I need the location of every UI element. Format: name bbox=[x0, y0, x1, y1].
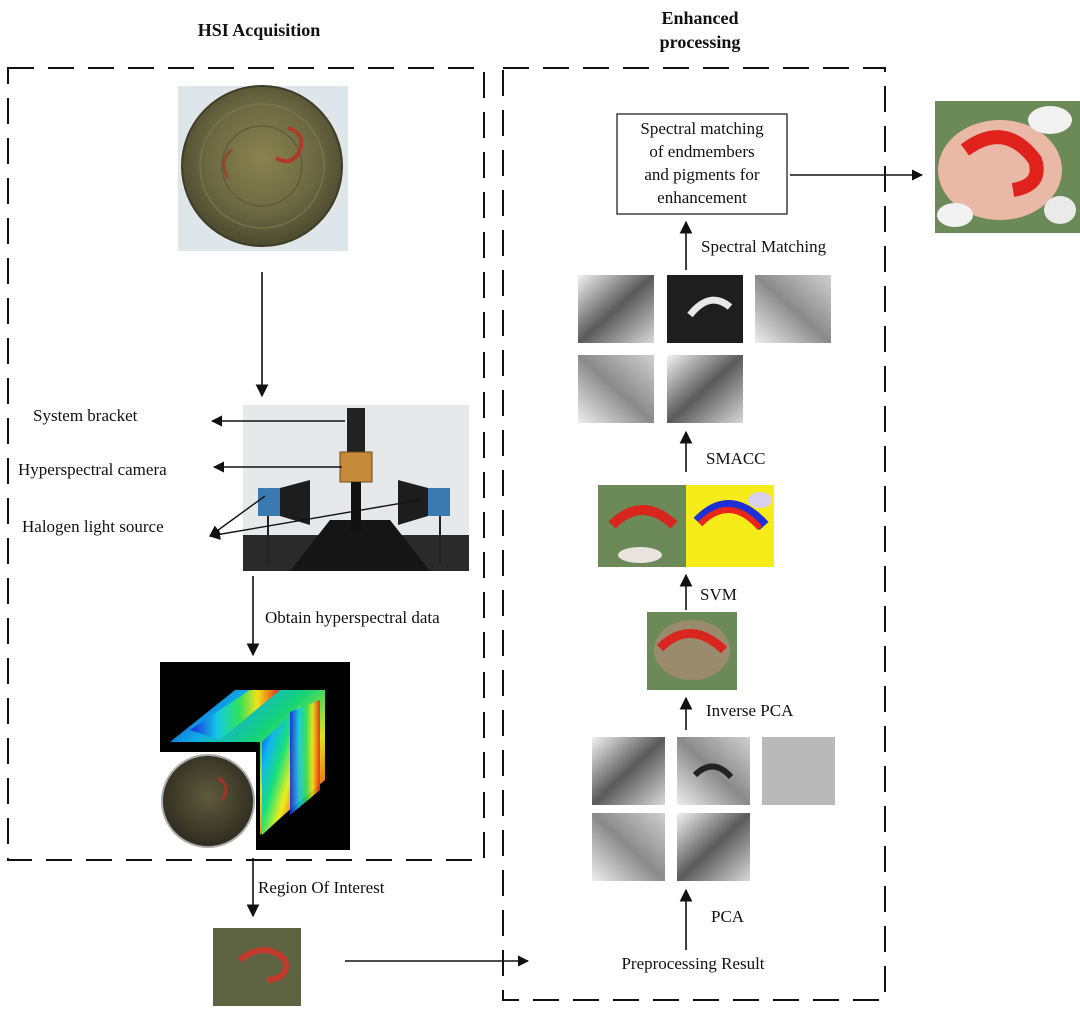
box-line-1: Spectral matching bbox=[640, 119, 764, 138]
svm-result-images bbox=[598, 485, 774, 567]
label-smacc: SMACC bbox=[706, 449, 766, 468]
label-pca: PCA bbox=[711, 907, 745, 926]
artifact-photo bbox=[178, 85, 348, 251]
header-hsi-acquisition: HSI Acquisition bbox=[198, 20, 321, 40]
label-obtain-hyperspectral: Obtain hyperspectral data bbox=[265, 608, 440, 627]
processing-frame bbox=[502, 67, 886, 1001]
label-preprocessing-result: Preprocessing Result bbox=[621, 954, 764, 973]
arrow-halogen-light-right bbox=[208, 499, 421, 540]
spectral-matching-box bbox=[616, 113, 788, 215]
hyperspectral-cube bbox=[160, 662, 350, 850]
label-region-of-interest: Region Of Interest bbox=[258, 878, 385, 897]
box-line-3: and pigments for bbox=[644, 165, 760, 184]
acquisition-frame bbox=[7, 67, 485, 861]
label-svm: SVM bbox=[700, 585, 737, 604]
enhanced-result-image bbox=[935, 101, 1080, 233]
label-inverse-pca: Inverse PCA bbox=[706, 701, 794, 720]
roi-image bbox=[213, 928, 301, 1006]
box-line-2: of endmembers bbox=[649, 142, 754, 161]
label-halogen-light: Halogen light source bbox=[22, 517, 164, 536]
acquisition-setup-photo bbox=[243, 405, 469, 571]
label-spectral-matching: Spectral Matching bbox=[701, 237, 827, 256]
label-system-bracket: System bracket bbox=[33, 406, 138, 425]
smacc-endmember-tiles bbox=[578, 275, 831, 423]
header-processing: processing bbox=[660, 32, 741, 52]
inverse-pca-image bbox=[647, 612, 737, 690]
label-hyperspectral-camera: Hyperspectral camera bbox=[18, 460, 167, 479]
box-line-4: enhancement bbox=[657, 188, 747, 207]
pca-component-tiles bbox=[592, 737, 835, 881]
header-enhanced: Enhanced bbox=[661, 8, 738, 28]
